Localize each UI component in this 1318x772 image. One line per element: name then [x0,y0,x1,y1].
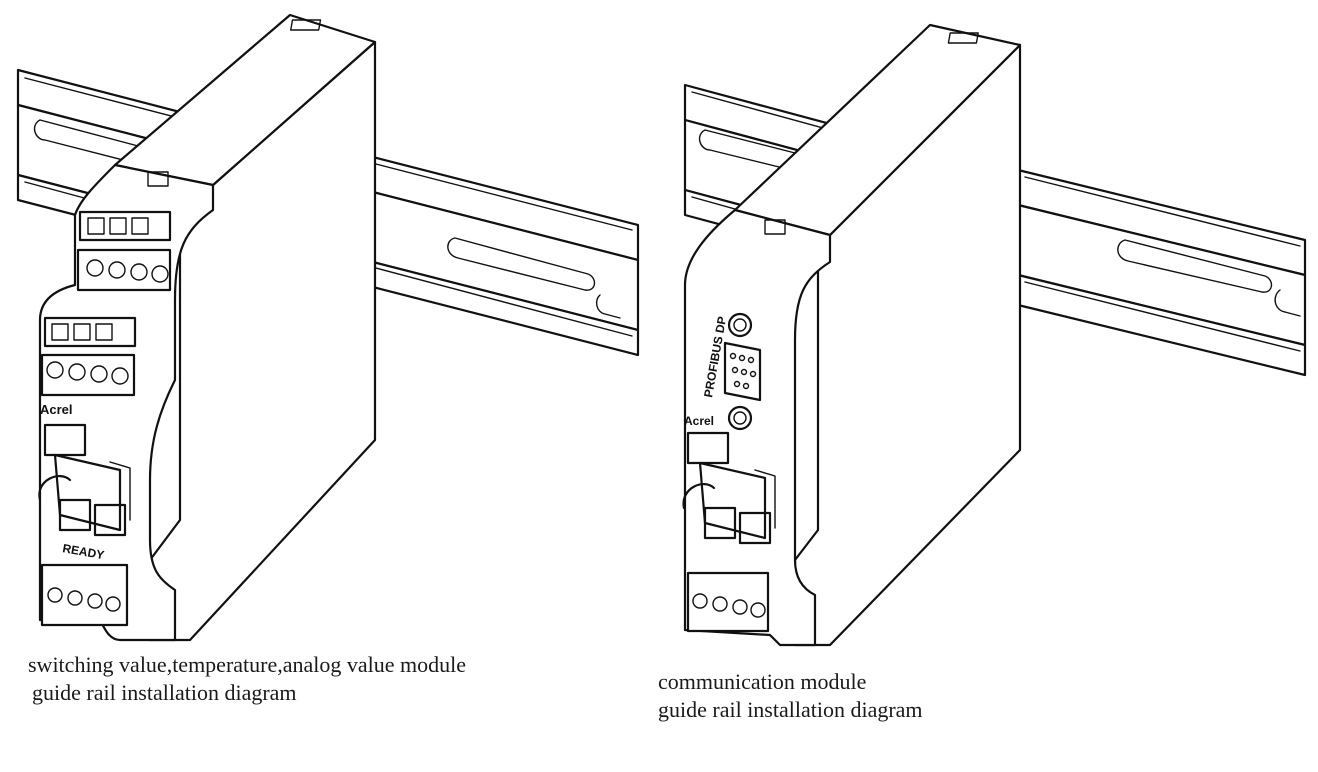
brand-logo-left: Acrel [40,402,73,417]
terminal-block-middle [40,316,137,397]
switching-module: Acrel READY [38,13,377,642]
caption-communication-module: communication module guide rail installa… [658,668,923,724]
caption-switching-module: switching value,temperature,analog value… [28,651,466,707]
terminal-block-bottom-right [686,571,770,633]
din-rail-left-front [363,153,640,357]
communication-module: PROFIBUS DP Acrel [682,23,1022,647]
caption-line-1: communication module [658,669,867,694]
caption-line-1: switching value,temperature,analog value… [28,652,467,677]
terminal-block-top [76,210,172,292]
caption-line-2: guide rail installation diagram [32,680,297,705]
din-rail-right-front [1016,168,1307,377]
caption-line-2: guide rail installation diagram [658,697,923,722]
din-clip-right [682,431,776,545]
din-clip-left [38,423,131,537]
brand-logo-right: Acrel [684,414,714,428]
terminal-block-bottom [40,563,129,627]
